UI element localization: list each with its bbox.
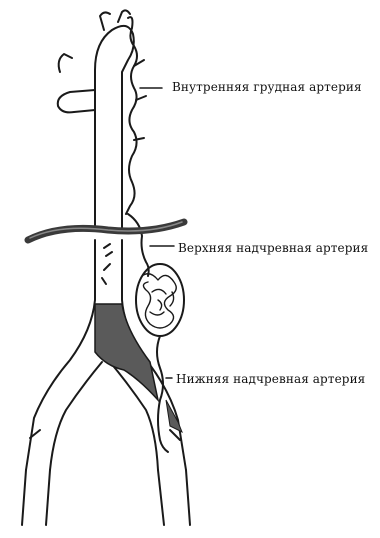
aortic-arch-left-branch <box>58 90 95 112</box>
label-superior-epigastric-artery: Верхняя надчревная артерия <box>178 241 368 255</box>
iliac-occlusion-right <box>166 400 182 432</box>
aortic-arch-top-branch-1 <box>59 54 72 72</box>
label-internal-thoracic-artery: Внутренняя грудная артерия <box>172 80 362 94</box>
iliac-inner-left <box>50 362 102 470</box>
label-inferior-epigastric-artery: Нижняя надчревная артерия <box>176 372 365 386</box>
internal-thoracic-artery <box>126 17 137 214</box>
femoral-left <box>22 470 50 525</box>
inferior-epigastric-artery <box>157 336 168 452</box>
femoral-right <box>158 470 190 525</box>
aortic-arch-top-branch-3 <box>118 10 130 22</box>
aortic-arch <box>95 26 134 228</box>
aortic-occlusion <box>95 304 158 400</box>
lumen-mark-2 <box>102 264 110 284</box>
iliac-branch-right <box>170 430 180 440</box>
abdominal-aorta-left-wall <box>26 240 95 470</box>
anastomotic-plexus-coils <box>142 274 176 328</box>
lumen-mark-1 <box>104 244 112 256</box>
aortic-arch-top-branch-2 <box>100 12 110 30</box>
superior-epigastric-artery <box>128 214 149 276</box>
